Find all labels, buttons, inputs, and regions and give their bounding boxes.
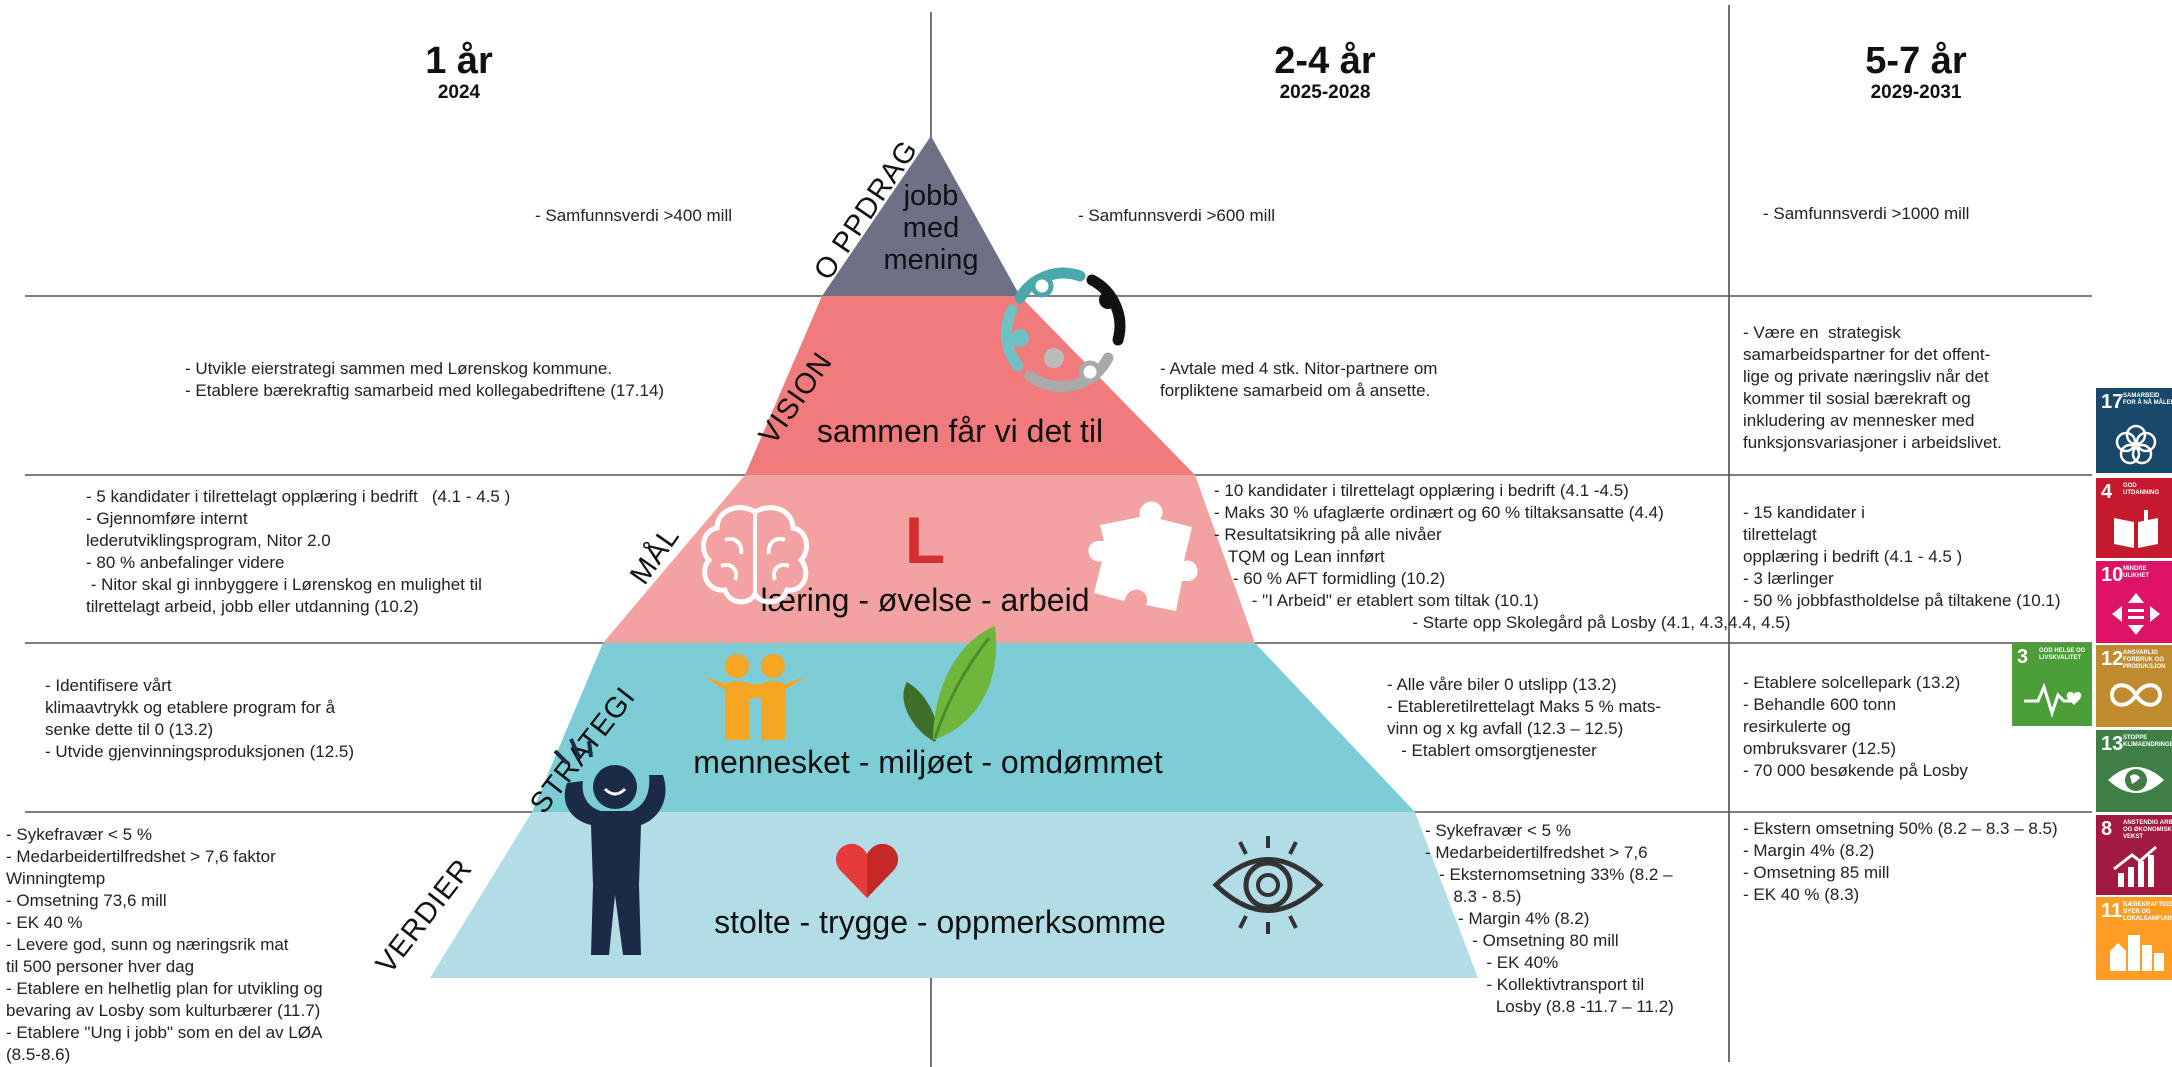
eye-icon <box>1212 836 1324 934</box>
sdg-label: STOPPE KLIMAENDRINGENE <box>2123 735 2172 748</box>
verdier-text: stolte - trygge - oppmerksomme <box>714 904 1166 940</box>
header-years: 2029-2031 <box>1870 82 1962 103</box>
col1-oppdrag: - Samfunnsverdi >400 mill <box>535 206 733 225</box>
sdg-tile-3: 3 GOD HELSE OG LIVSKVALITET <box>2012 643 2092 726</box>
col3-mal: - 15 kandidater i tilrettelagt opplæring… <box>1743 503 2061 610</box>
col1-verdier: - Sykefravær < 5 % - Medarbeidertilfreds… <box>6 825 323 1064</box>
infinity-icon <box>2109 683 2163 707</box>
sdg-label: ANSVARLIG FORBRUK OG PRODUKSJON <box>2123 650 2166 670</box>
header-col-3: 5-7 år 2029-2031 <box>1766 40 2066 104</box>
col2-oppdrag: - Samfunnsverdi >600 mill <box>1078 206 1276 225</box>
mal-text: læring - øvelse - arbeid <box>760 582 1090 618</box>
vision-text: sammen får vi det til <box>816 413 1104 449</box>
sdg-label: GOD UTDANNING <box>2123 483 2159 496</box>
heart-icon <box>835 843 899 898</box>
sdg-number: 12 <box>2101 648 2124 670</box>
col3-verdier: - Ekstern omsetning 50% (8.2 – 8.3 – 8.5… <box>1743 819 2058 904</box>
eye-earth-icon <box>2108 767 2164 793</box>
pyramid-tier-vision <box>745 296 1195 475</box>
mal-letter: L <box>904 503 946 577</box>
header-title: 5-7 år <box>1865 40 1967 82</box>
header-col-1: 1 år 2024 <box>309 40 609 104</box>
puzzle-icon <box>1088 501 1198 611</box>
col3-strategi: - Etablere solcellepark (13.2) - Behandl… <box>1743 673 1968 780</box>
sdg-label: GOD HELSE OG LIVSKVALITET <box>2039 648 2086 661</box>
pyramid-tier-oppdrag <box>822 136 1020 296</box>
strategi-text: mennesket - miljøet - omdømmet <box>693 744 1163 780</box>
col2-strategi: - Alle våre biler 0 utslipp (13.2) - Eta… <box>1387 675 1661 760</box>
col1-strategi: - Identifisere vårt klimaavtrykk og etab… <box>45 676 355 761</box>
sdg-label: ANSTENDIG ARBEID OG ØKONOMISK VEKST <box>2123 820 2172 840</box>
city-icon <box>2110 935 2164 971</box>
heartbeat-icon <box>2024 682 2082 718</box>
pyramid-tier-verdier <box>430 812 1478 978</box>
cheering-person-icon <box>553 738 666 955</box>
equality-icon <box>2112 593 2160 635</box>
flower-icon <box>2115 424 2157 465</box>
sdg-number: 8 <box>2101 818 2113 840</box>
header-title: 1 år <box>425 40 493 82</box>
col3-oppdrag: - Samfunnsverdi >1000 mill <box>1763 204 1970 223</box>
sdg-label: BÆREKRAFTIGE BYER OG LOKALSAMFUNN <box>2123 902 2172 922</box>
sdg-number: 10 <box>2101 564 2124 586</box>
col2-vision: - Avtale med 4 stk. Nitor-partnere om fo… <box>1160 359 1438 400</box>
oppdrag-line: med <box>902 212 960 244</box>
sdg-number: 3 <box>2017 646 2029 668</box>
sdg-tile-12: 12 ANSVARLIG FORBRUK OG PRODUKSJON <box>2096 645 2172 727</box>
header-title: 2-4 år <box>1274 40 1376 82</box>
oppdrag-line: jobb <box>903 180 959 212</box>
col1-vision: - Utvikle eierstrategi sammen med Lørens… <box>185 359 665 400</box>
sdg-tile-13: 13 STOPPE KLIMAENDRINGENE <box>2096 730 2172 812</box>
sdg-number: 17 <box>2101 391 2124 413</box>
sdg-tile-8: 8 ANSTENDIG ARBEID OG ØKONOMISK VEKST <box>2096 815 2172 895</box>
brain-icon <box>700 505 810 605</box>
col3-vision: - Være en strategisk samarbeidspartner f… <box>1743 323 2002 452</box>
oppdrag-text: jobb med mening <box>881 180 981 276</box>
sdg-label: MINDRE ULIKHET <box>2123 566 2149 579</box>
header-col-2: 2-4 år 2025-2028 <box>1175 40 1475 104</box>
sdg-tile-10: 10 MINDRE ULIKHET <box>2096 561 2172 643</box>
sdg-tile-17: 17 SAMARBEID FOR Å NÅ MÅLENE <box>2096 388 2172 473</box>
oppdrag-line: mening <box>883 244 979 276</box>
col2-mal: - 10 kandidater i tilrettelagt opplæring… <box>1214 481 1791 632</box>
book-icon <box>2114 510 2158 548</box>
sdg-number: 13 <box>2101 733 2124 755</box>
sdg-number: 4 <box>2101 481 2113 503</box>
col1-mal: - 5 kandidater i tilrettelagt opplæring … <box>86 487 511 616</box>
sdg-tile-11: 11 BÆREKRAFTIGE BYER OG LOKALSAMFUNN <box>2096 897 2172 980</box>
leaves-icon <box>903 626 997 742</box>
people-hug-icon <box>703 654 807 740</box>
sdg-tile-4: 4 GOD UTDANNING <box>2096 478 2172 558</box>
sdg-number: 11 <box>2101 900 2123 922</box>
col2-verdier: - Sykefravær < 5 % - Medarbeidertilfreds… <box>1425 821 1674 1016</box>
growth-chart-icon <box>2113 845 2157 887</box>
header-years: 2024 <box>437 82 481 103</box>
header-years: 2025-2028 <box>1279 82 1371 103</box>
team-circle-icon <box>1000 267 1126 393</box>
sdg-label: SAMARBEID FOR Å NÅ MÅLENE <box>2123 393 2172 406</box>
